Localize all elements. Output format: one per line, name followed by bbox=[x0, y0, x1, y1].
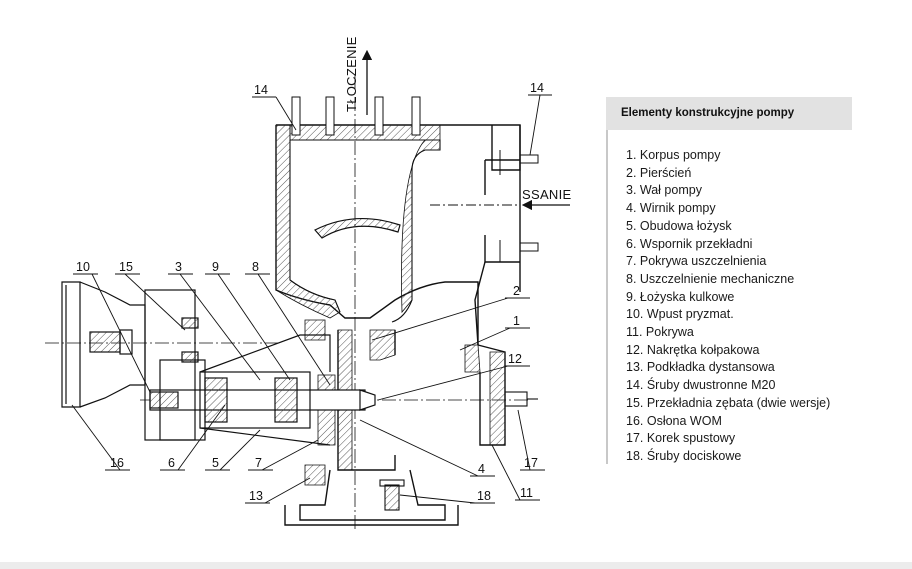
callout-14-right: 14 bbox=[530, 81, 544, 95]
list-item: 4. Wirnik pompy bbox=[626, 201, 716, 216]
pressure-screws bbox=[504, 391, 538, 407]
callout-8: 8 bbox=[252, 260, 259, 274]
callout-15: 15 bbox=[119, 260, 133, 274]
hatched-sections bbox=[275, 124, 506, 486]
list-item: 15. Przekładnia zębata (dwie wersje) bbox=[626, 395, 831, 410]
shaft-assembly bbox=[149, 371, 376, 429]
list-item: 16. Osłona WOM bbox=[626, 413, 722, 428]
callout-13: 13 bbox=[249, 489, 263, 503]
callout-16: 16 bbox=[110, 456, 124, 470]
parts-legend-panel: Elementy konstrukcyjne pompy 1. Korpus p… bbox=[606, 97, 852, 464]
list-item: 17. Korek spustowy bbox=[626, 431, 736, 446]
callout-17: 18 bbox=[477, 489, 491, 503]
callout-9: 9 bbox=[212, 260, 219, 274]
callout-2: 2 bbox=[513, 284, 520, 298]
parts-list: 1. Korpus pompy 2. Pierścień 3. Wał pomp… bbox=[626, 147, 830, 466]
list-item: 14. Śruby dwustronne M20 bbox=[626, 378, 776, 393]
callout-11: 11 bbox=[520, 486, 533, 500]
list-item: 9. Łożyska kulkowe bbox=[626, 289, 735, 304]
callout-18: 17 bbox=[524, 456, 538, 470]
gearbox bbox=[144, 289, 331, 446]
callout-5: 5 bbox=[212, 456, 219, 470]
list-item: 1. Korpus pompy bbox=[626, 148, 721, 162]
callout-1: 1 bbox=[513, 314, 520, 328]
callout-7: 7 bbox=[255, 456, 262, 470]
leader-lines bbox=[71, 94, 552, 504]
list-item: 3. Wał pompy bbox=[626, 183, 702, 198]
legend-title: Elementy konstrukcyjne pompy bbox=[621, 107, 795, 119]
list-item: 13. Podkładka dystansowa bbox=[626, 360, 775, 375]
callout-4: 4 bbox=[478, 462, 485, 476]
callout-10: 10 bbox=[76, 260, 90, 274]
outlet-label: TŁOCZENIE bbox=[344, 36, 359, 112]
bottom-band bbox=[0, 562, 912, 569]
callout-14-left: 14 bbox=[254, 83, 268, 97]
callout-12: 12 bbox=[508, 352, 522, 366]
pto-guard bbox=[61, 281, 146, 408]
legend-header: Elementy konstrukcyjne pompy bbox=[606, 97, 852, 130]
callout-6: 6 bbox=[168, 456, 175, 470]
callout-labels: 14 14 10 15 3 9 8 2 1 12 16 6 5 7 4 17 1… bbox=[76, 81, 544, 503]
inlet-label: SSANIE bbox=[522, 187, 572, 202]
list-item: 10. Wpust pryzmat. bbox=[626, 307, 734, 322]
legend-rule bbox=[606, 130, 608, 464]
list-item: 2. Pierścień bbox=[626, 165, 692, 180]
inlet-port bbox=[430, 150, 539, 262]
impeller bbox=[314, 218, 401, 239]
list-item: 8. Uszczelnienie mechaniczne bbox=[626, 271, 795, 286]
list-item: 5. Obudowa łożysk bbox=[626, 218, 732, 233]
drain-plug bbox=[379, 479, 405, 511]
list-item: 7. Pokrywa uszczelnienia bbox=[626, 254, 767, 269]
callout-3: 3 bbox=[175, 260, 182, 274]
list-item: 11. Pokrywa bbox=[626, 325, 694, 340]
list-item: 6. Wspornik przekładni bbox=[626, 236, 753, 251]
top-studs bbox=[291, 96, 421, 136]
list-item: 18. Śruby dociskowe bbox=[626, 448, 742, 463]
list-item: 12. Nakrętka kołpakowa bbox=[626, 342, 760, 357]
